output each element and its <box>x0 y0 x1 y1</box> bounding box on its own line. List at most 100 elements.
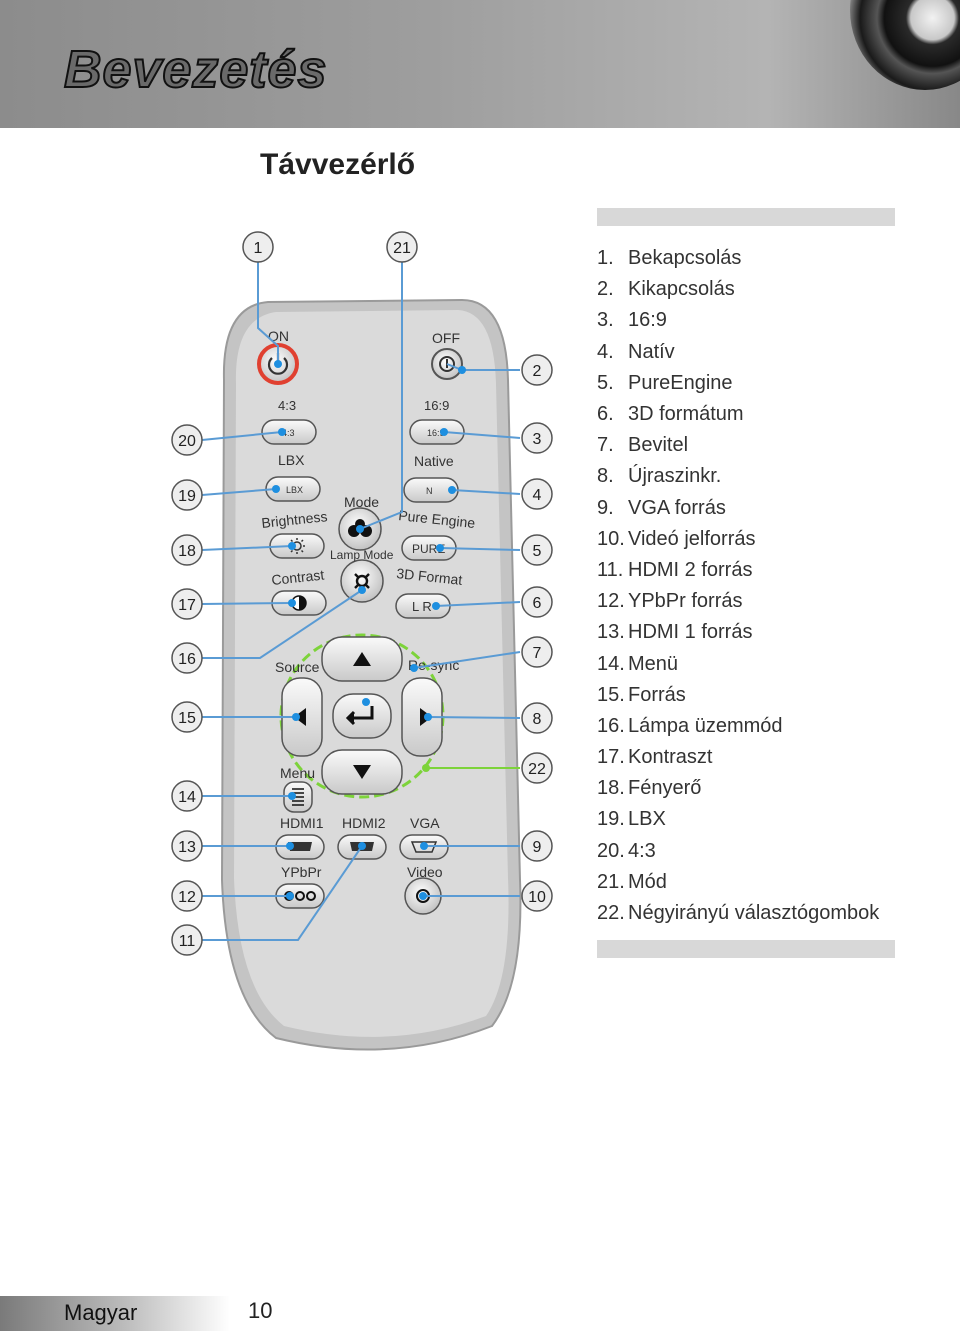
legend-item: 22.Négyirányú választógombok <box>597 898 879 929</box>
legend-item: 18.Fényerő <box>597 773 879 804</box>
power-off-icon <box>439 356 455 372</box>
legend-item: 14.Menü <box>597 648 879 679</box>
hdmi1-port-icon <box>288 842 312 851</box>
legend-item-number: 6. <box>597 403 614 426</box>
legend-item-number: 3. <box>597 309 614 332</box>
legend-item-number: 5. <box>597 371 614 394</box>
legend-item: 5. PureEngine <box>597 368 879 399</box>
footer-band <box>0 1296 230 1331</box>
legend-item: 2. Kikapcsolás <box>597 274 879 305</box>
label-on: ON <box>268 328 289 344</box>
legend-item-number: 8. <box>597 465 614 488</box>
callout-1: 1 <box>254 240 263 257</box>
aspect-43-button[interactable] <box>261 419 317 445</box>
legend-item: 19.LBX <box>597 804 879 835</box>
legend-item-text: LBX <box>628 808 666 831</box>
callout-lines <box>201 262 521 941</box>
label-hdmi1: HDMI1 <box>280 815 324 831</box>
legend-bottom-bar <box>597 940 895 958</box>
legend-item-text: HDMI 2 forrás <box>628 558 753 581</box>
label-brightness: Brightness <box>261 508 328 531</box>
label-menu: Menu <box>280 765 315 781</box>
legend-item-number: 9. <box>597 496 614 519</box>
legend-item: 21.Mód <box>597 867 879 898</box>
callout-22: 22 <box>528 761 546 778</box>
legend-item: 6. 3D formátum <box>597 399 879 430</box>
callout-6: 6 <box>533 595 542 612</box>
legend-item: 20.4:3 <box>597 836 879 867</box>
callout-3: 3 <box>533 431 542 448</box>
legend-item-text: VGA forrás <box>628 496 726 519</box>
callout-2: 2 <box>533 363 542 380</box>
callout-5: 5 <box>533 543 542 560</box>
legend-item-number: 1. <box>597 247 614 270</box>
legend-item-number: 19. <box>597 808 625 831</box>
callout-numbers: 1 21 2 3 4 5 6 7 8 22 9 10 20 19 18 17 1… <box>178 240 546 950</box>
legend-item-text: Kikapcsolás <box>628 278 735 301</box>
remote-diagram: ON OFF 4:3 16:9 4:3 16:9 LBX Native LBX … <box>171 231 553 1051</box>
lamp-mode-icon <box>354 573 370 589</box>
legend-item: 1. Bekapcsolás <box>597 243 879 274</box>
label-vga: VGA <box>410 815 440 831</box>
callout-19: 19 <box>178 488 196 505</box>
label-video: Video <box>407 864 443 880</box>
legend-item-number: 21. <box>597 870 625 893</box>
callout-11: 11 <box>179 933 196 950</box>
legend-item-number: 11. <box>597 558 624 581</box>
legend-item-text: Lámpa üzemmód <box>628 714 783 737</box>
label-lamp-mode: Lamp Mode <box>330 548 394 562</box>
legend-item: 11.HDMI 2 forrás <box>597 555 879 586</box>
legend-item-number: 13. <box>597 621 625 644</box>
chapter-title: Bevezetés <box>63 40 328 100</box>
dpad-ring <box>279 633 445 799</box>
legend-item-number: 17. <box>597 746 625 769</box>
callout-20: 20 <box>178 433 196 450</box>
legend-item: 3.16:9 <box>597 305 879 336</box>
legend-item: 12.YPbPr forrás <box>597 586 879 617</box>
legend-item-text: Videó jelforrás <box>628 527 756 550</box>
enter-icon <box>345 706 374 726</box>
legend-item-number: 12. <box>597 590 625 613</box>
legend-item-text: Bekapcsolás <box>628 247 742 270</box>
legend-item-number: 22. <box>597 902 625 925</box>
legend-item: 15.Forrás <box>597 680 879 711</box>
legend-item-number: 16. <box>597 714 625 737</box>
legend-item: 10.Videó jelforrás <box>597 524 879 555</box>
page-number: 10 <box>248 1298 273 1323</box>
legend-item: 13.HDMI 1 forrás <box>597 617 879 648</box>
legend-item-text: YPbPr forrás <box>628 590 743 613</box>
callout-15: 15 <box>178 710 196 727</box>
legend-item-text: Mód <box>628 870 667 893</box>
callout-9: 9 <box>533 839 542 856</box>
legend-item-number: 2. <box>597 278 614 301</box>
label-169: 16:9 <box>424 398 449 413</box>
legend-item-text: PureEngine <box>628 371 733 394</box>
dpad-enter-button[interactable] <box>332 693 392 739</box>
callout-18: 18 <box>178 543 196 560</box>
legend-item-number: 4. <box>597 340 614 363</box>
label-source: Source <box>275 659 320 675</box>
btn-text-lr: L R <box>412 599 432 614</box>
callout-14: 14 <box>178 789 196 806</box>
legend-item-number: 18. <box>597 777 625 800</box>
legend-item-text: 3D formátum <box>628 403 744 426</box>
legend-item-text: Kontraszt <box>628 746 713 769</box>
legend-item: 8.Újraszinkr. <box>597 461 879 492</box>
btn-text-lbx: LBX <box>286 485 303 495</box>
legend-item-text: Natív <box>628 340 675 363</box>
legend-item-text: Menü <box>628 652 679 675</box>
legend-top-bar <box>597 208 895 226</box>
lamp-mode-button[interactable] <box>340 559 384 603</box>
label-43: 4:3 <box>278 398 296 413</box>
footer-language: Magyar <box>64 1300 138 1325</box>
menu-icon <box>292 788 304 806</box>
legend-item: 7.Bevitel <box>597 430 879 461</box>
legend-item-text: Forrás <box>628 683 686 706</box>
legend-item-number: 10. <box>597 527 625 550</box>
aspect-169-button[interactable] <box>409 419 465 445</box>
label-hdmi2: HDMI2 <box>342 815 386 831</box>
legend-item-number: 14. <box>597 652 625 675</box>
callout-dot-22 <box>422 764 430 772</box>
btn-text-n: N <box>426 486 433 496</box>
up-arrow-icon <box>353 652 371 666</box>
